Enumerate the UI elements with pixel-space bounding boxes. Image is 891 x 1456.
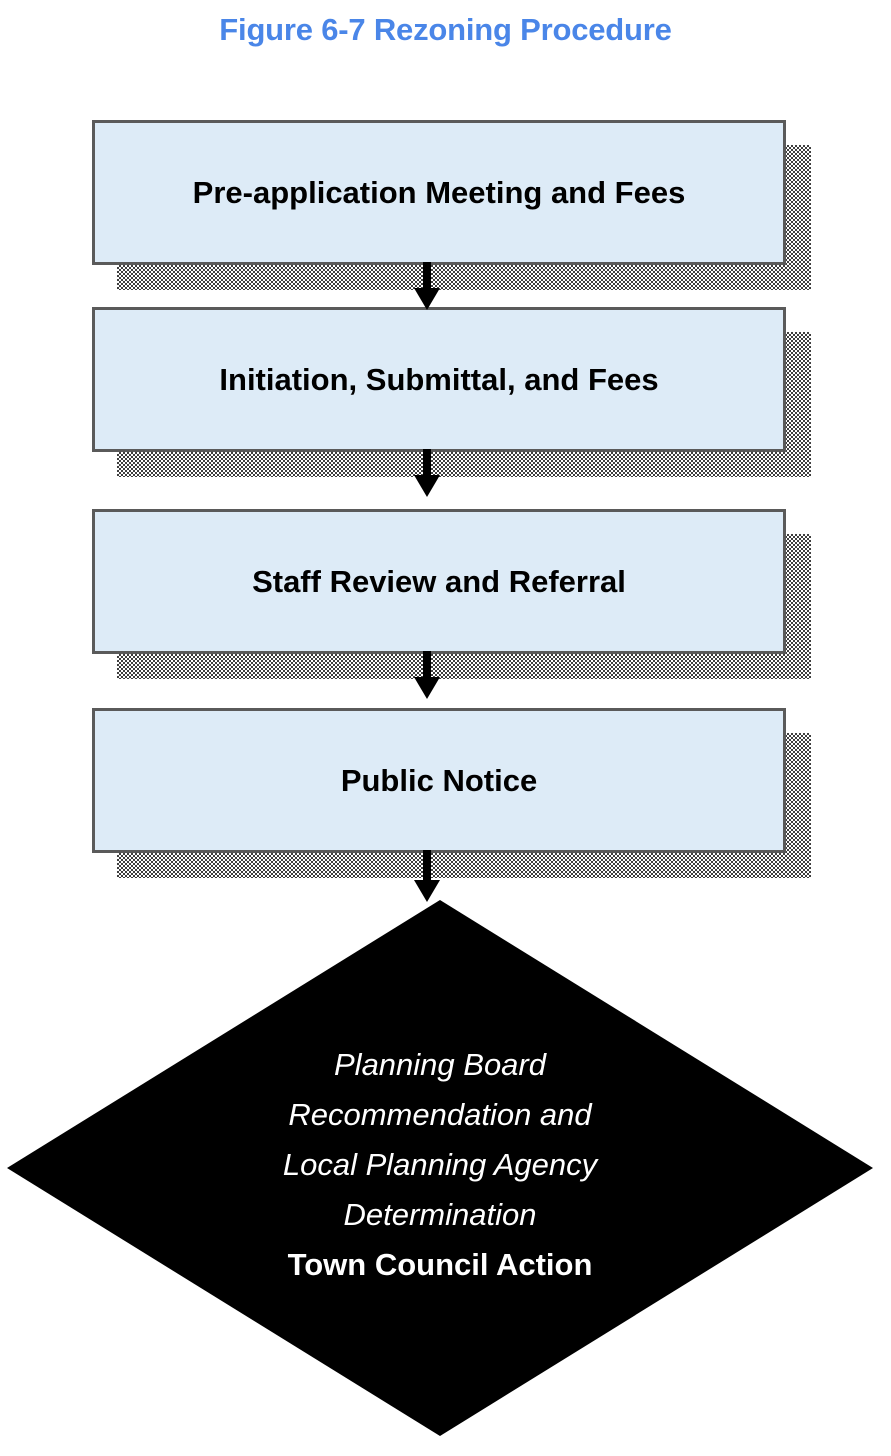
arrow-step2-to-step3: [414, 449, 466, 497]
diamond-shape: [7, 900, 873, 1436]
step-4-box[interactable]: Public Notice: [92, 708, 786, 853]
step-2-box[interactable]: Initiation, Submittal, and Fees: [92, 307, 786, 452]
step-1-label: Pre-application Meeting and Fees: [192, 174, 686, 210]
step-4-label: Public Notice: [340, 762, 538, 798]
step-3-box[interactable]: Staff Review and Referral: [92, 509, 786, 654]
step-1-box[interactable]: Pre-application Meeting and Fees: [92, 120, 786, 265]
decision-diamond[interactable]: [7, 900, 873, 1436]
arrow-step1-to-step2: [414, 262, 466, 310]
step-3-label: Staff Review and Referral: [252, 563, 626, 599]
step-2-label: Initiation, Submittal, and Fees: [219, 361, 659, 397]
arrow-step3-to-step4: [414, 651, 466, 699]
figure-title: Figure 6-7 Rezoning Procedure: [219, 12, 672, 47]
arrow-step4-to-decision: [414, 850, 466, 902]
